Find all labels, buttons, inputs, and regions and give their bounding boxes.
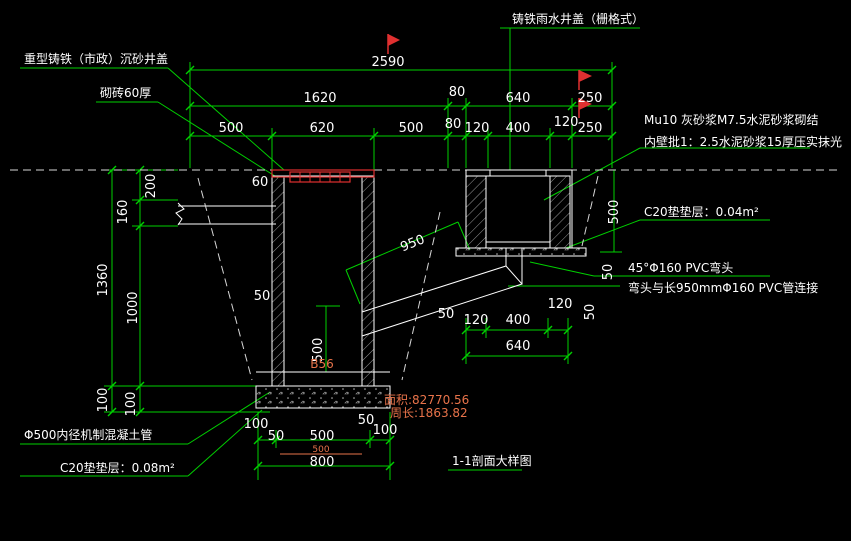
measure-b56: B56 xyxy=(310,357,334,371)
dimension-lines xyxy=(20,27,810,480)
label-mortar-line2: 内壁批1：2.5水泥砂浆15厚压实抹光 xyxy=(644,134,842,149)
dim-400: 400 xyxy=(506,313,531,328)
annotations: 铸铁雨水井盖（栅格式） 重型铸铁（市政）沉砂井盖 砌砖60厚 Mu10 灰砂浆M… xyxy=(24,11,842,475)
dim-50: 50 xyxy=(268,429,285,444)
label-elbow-pipe: 弯头与长950mmΦ160 PVC管连接 xyxy=(628,280,818,295)
dim-120: 120 xyxy=(554,115,579,130)
dim-120: 120 xyxy=(464,313,489,328)
measure-sub500: 500 xyxy=(312,445,329,455)
dim-640: 640 xyxy=(506,91,531,106)
measure-area: 面积:82770.56 xyxy=(384,393,469,407)
label-grate-cover: 铸铁雨水井盖（栅格式） xyxy=(512,11,644,26)
dim-250: 250 xyxy=(578,121,603,136)
dim-50: 50 xyxy=(583,304,598,321)
dim-50: 50 xyxy=(438,307,455,322)
drawing-title: 1-1剖面大样图 xyxy=(452,453,532,468)
section-geometry xyxy=(10,169,840,409)
dim-120: 120 xyxy=(548,297,573,312)
dim-120: 120 xyxy=(465,121,490,136)
dim-2590: 2590 xyxy=(371,55,404,70)
dim-800: 800 xyxy=(310,455,335,470)
label-brick-60: 砌砖60厚 xyxy=(100,85,151,100)
dim-60: 60 xyxy=(252,175,269,190)
dim-400: 400 xyxy=(506,121,531,136)
dim-50: 50 xyxy=(254,289,271,304)
dim-50: 50 xyxy=(601,264,616,281)
measurement-overlay: B56 面积:82770.56 周长:1863.82 500 xyxy=(280,357,469,455)
dim-640: 640 xyxy=(506,339,531,354)
label-heavy-cover: 重型铸铁（市政）沉砂井盖 xyxy=(24,51,168,66)
flag-icon xyxy=(578,70,592,90)
dim-50: 50 xyxy=(358,413,375,428)
dimension-texts: 2590 1620 80 640 250 500 620 500 80 120 … xyxy=(96,55,622,470)
dim-500: 500 xyxy=(399,121,424,136)
dim-500: 500 xyxy=(607,200,622,225)
dim-1620: 1620 xyxy=(303,91,336,106)
dim-500: 500 xyxy=(219,121,244,136)
dim-500: 500 xyxy=(311,338,326,363)
label-elbow: 45°Φ160 PVC弯头 xyxy=(628,260,733,275)
label-c20-large: C20垫垫层：0.08m² xyxy=(60,460,175,475)
label-mortar-line1: Mu10 灰砂浆M7.5水泥砂浆砌结 xyxy=(644,112,818,127)
dim-1360: 1360 xyxy=(96,263,111,296)
dim-100: 100 xyxy=(373,423,398,438)
dim-250: 250 xyxy=(578,91,603,106)
dim-100: 100 xyxy=(244,417,269,432)
flag-icon xyxy=(578,98,592,118)
dim-200: 200 xyxy=(144,174,159,199)
label-pipe-500: Φ500内径机制混凝土管 xyxy=(24,427,152,442)
dim-620: 620 xyxy=(310,121,335,136)
measure-perimeter: 周长:1863.82 xyxy=(390,406,468,420)
dim-80: 80 xyxy=(449,85,466,100)
dim-950: 950 xyxy=(398,232,427,255)
dim-160: 160 xyxy=(116,200,131,225)
dim-1000: 1000 xyxy=(126,291,141,324)
dim-500: 500 xyxy=(310,429,335,444)
label-c20-small: C20垫垫层：0.04m² xyxy=(644,204,759,219)
dim-80: 80 xyxy=(445,117,462,132)
dim-100: 100 xyxy=(96,388,111,413)
dim-100: 100 xyxy=(124,392,139,417)
flag-icon xyxy=(387,34,400,54)
